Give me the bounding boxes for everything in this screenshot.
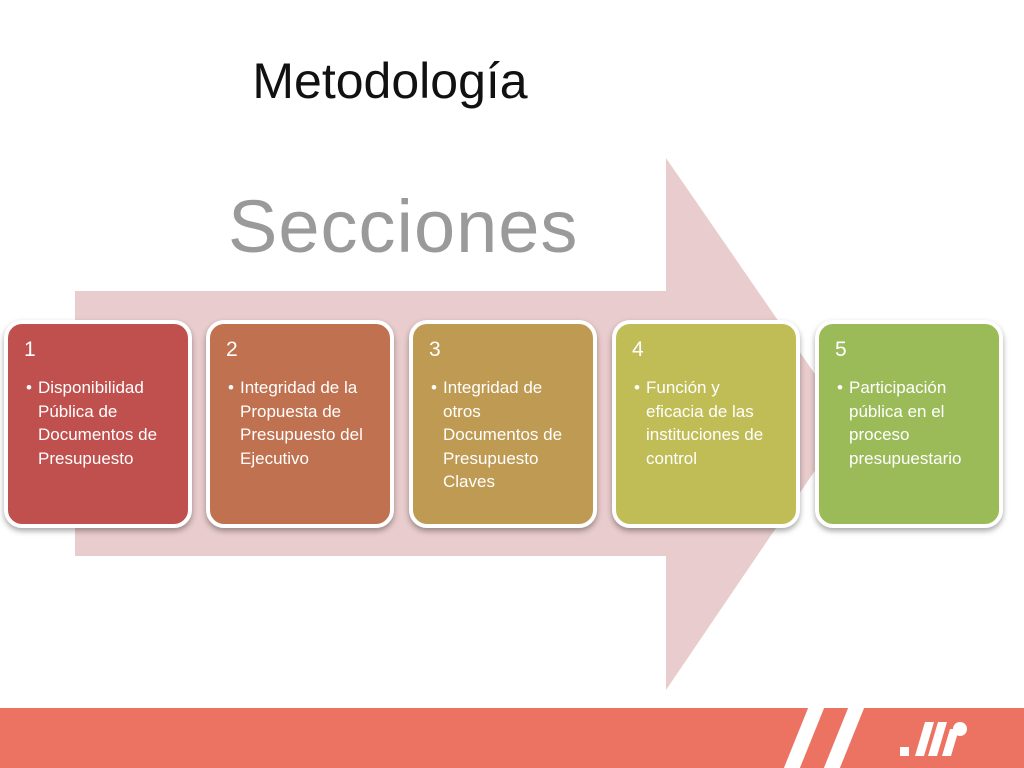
footer-bar (0, 708, 1024, 768)
section-number: 1 (24, 338, 36, 361)
section-box-3: 3 Integridad de otros Documentos de Pres… (409, 320, 597, 528)
section-box-2: 2 Integridad de la Propuesta de Presupue… (206, 320, 394, 528)
section-number: 5 (835, 338, 847, 361)
section-item: Integridad de la Propuesta de Presupuest… (228, 376, 376, 470)
section-item: Función y eficacia de las instituciones … (634, 376, 782, 470)
section-box-1: 1 Disponibilidad Pública de Documentos d… (4, 320, 192, 528)
section-list: Participación pública en el proceso pres… (835, 376, 985, 470)
section-number: 3 (429, 338, 441, 361)
slide-title: Metodología (252, 53, 528, 109)
footer-divider (783, 708, 825, 768)
section-list: Función y eficacia de las instituciones … (632, 376, 782, 470)
brand-logo-icon (900, 722, 967, 756)
section-list: Disponibilidad Pública de Documentos de … (24, 376, 174, 470)
arrow-label: Secciones (228, 185, 579, 268)
footer-divider (823, 708, 865, 768)
section-item: Disponibilidad Pública de Documentos de … (26, 376, 174, 470)
section-number: 2 (226, 338, 238, 361)
section-box-4: 4 Función y eficacia de las institucione… (612, 320, 800, 528)
section-item: Participación pública en el proceso pres… (837, 376, 985, 470)
section-item: Integridad de otros Documentos de Presup… (431, 376, 579, 494)
section-list: Integridad de otros Documentos de Presup… (429, 376, 579, 494)
section-list: Integridad de la Propuesta de Presupuest… (226, 376, 376, 470)
section-number: 4 (632, 338, 644, 361)
section-box-5: 5 Participación pública en el proceso pr… (815, 320, 1003, 528)
